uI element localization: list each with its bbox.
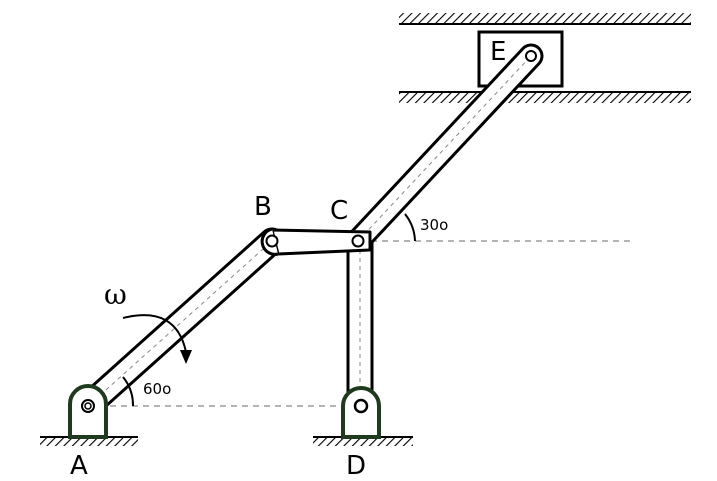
label-d: D (346, 451, 366, 481)
label-a: A (70, 451, 88, 481)
pin-joint-b-icon (265, 234, 279, 248)
link-ab (74, 227, 286, 420)
label-omega: ω (104, 278, 127, 311)
label-b: B (254, 192, 272, 222)
link-cd (346, 242, 374, 410)
support-a (40, 384, 138, 446)
pin-joint-a-icon (81, 399, 95, 413)
omega-rotation-arrow-icon (122, 314, 192, 364)
lower-wall (399, 91, 691, 103)
support-d (313, 386, 413, 446)
label-e: E (490, 37, 506, 67)
pin-joint-e-icon (525, 50, 537, 62)
angle-arc-30 (404, 213, 416, 242)
pin-joint-d-icon (353, 398, 369, 414)
link-ce (345, 43, 544, 254)
angle-arc-60 (122, 376, 135, 407)
label-angle-60: 60o (143, 380, 171, 398)
label-c: C (330, 196, 348, 226)
label-angle-30: 30o (420, 216, 448, 234)
upper-wall (399, 13, 691, 25)
pin-joint-c-icon (351, 234, 365, 248)
